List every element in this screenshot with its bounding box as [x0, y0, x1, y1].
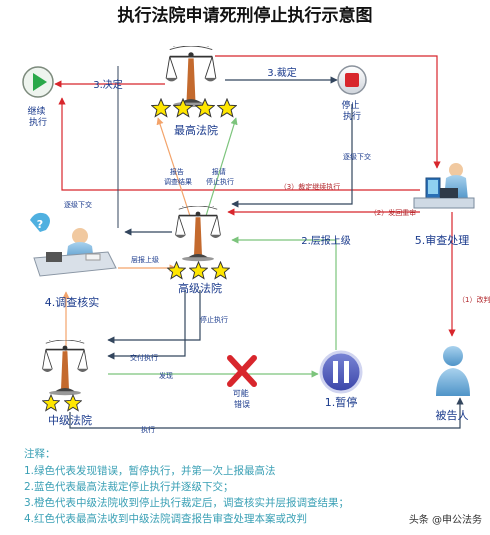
node-high-court-label: 高级法院	[178, 281, 222, 295]
node-supreme-court: 最高法院	[151, 46, 237, 137]
label-r3: （3）裁定继续执行	[280, 182, 340, 191]
node-stop: 停止 执行	[337, 65, 367, 122]
node-possible-error-l2: 错误	[234, 399, 250, 409]
label-report-result-l2: 调查结果	[164, 177, 192, 186]
label-report-stop-l2: 停止执行	[206, 177, 234, 186]
note-line-4: 4.红色代表最高法收到中级法院调查报告审查处理本案或改判	[24, 512, 307, 525]
diagram-title: 执行法院申请死刑停止执行示意图	[118, 5, 373, 26]
star-icon	[189, 261, 208, 280]
note-line-3: 3.橙色代表中级法院收到停止执行裁定后，调查核实并层报调查结果；	[24, 496, 349, 509]
node-high-court: 高级法院	[167, 206, 230, 295]
label-execute: 执行	[141, 425, 155, 434]
label-report-stop-l1: 报请	[212, 167, 226, 176]
node-review-label: 5.审查处理	[415, 233, 470, 247]
label-report-stop: 报请 停止执行	[206, 167, 234, 186]
node-review: 5.审查处理	[413, 163, 475, 247]
label-report-result-l1: 报告	[170, 167, 184, 176]
note-line-2: 2.蓝色代表最高法裁定停止执行并逐级下交；	[24, 480, 234, 493]
star-icon	[42, 394, 60, 412]
edge-supreme-to-review	[215, 55, 441, 169]
edge-stop-down	[231, 104, 353, 208]
node-stop-label: 停止 执行	[342, 99, 363, 122]
node-possible-error-label: 可能 错误	[233, 388, 252, 409]
star-icon	[211, 261, 230, 280]
label-escalate-down-1: 逐级下交	[343, 152, 371, 161]
watermark-bg	[386, 510, 486, 528]
label-report-result: 报告 调查结果	[164, 167, 192, 186]
scale-icon	[164, 46, 218, 108]
office-worker-icon: ?	[30, 212, 117, 277]
note-line-1: 1.绿色代表发现错误，暂停执行，并第一次上报最高法	[24, 464, 276, 477]
node-investigate: ? 4.调查核实	[30, 212, 117, 309]
label-report-up-small: 层报上级	[131, 255, 159, 264]
node-continue-label: 继续 执行	[28, 105, 49, 128]
node-possible-error: 可能 错误	[227, 355, 257, 409]
label-decide: 3.决定	[93, 78, 123, 91]
node-defendant: 被告人	[436, 346, 470, 422]
node-intermediate-court: 中级法院	[40, 340, 92, 427]
node-continue: 继续 执行	[22, 66, 54, 128]
notes-heading: 注释：	[24, 447, 56, 460]
notes-block: 注释： 1.绿色代表发现错误，暂停执行，并第一次上报最高法 2.蓝色代表最高法裁…	[24, 447, 349, 525]
node-intermediate-court-label: 中级法院	[48, 413, 92, 427]
label-discover: 发现	[159, 371, 173, 380]
edge-down-to-intermediate	[107, 290, 186, 360]
node-pause-label: 1.暂停	[325, 395, 358, 409]
label-escalate-down-2: 逐级下交	[64, 200, 92, 209]
label-report-up: 2.层报上级	[301, 234, 351, 247]
star-icon	[151, 98, 171, 117]
label-r1: （1）改判	[458, 295, 490, 304]
computer-user-icon	[413, 163, 475, 209]
scale-icon	[173, 206, 223, 262]
edge-pause-up	[231, 236, 337, 350]
error-x-icon	[227, 355, 257, 387]
star-icon	[217, 98, 237, 117]
edge-stop-to-intermediate	[107, 290, 201, 344]
star-icon	[64, 394, 82, 412]
svg-text:?: ?	[37, 218, 43, 231]
node-possible-error-l1: 可能	[233, 388, 249, 398]
label-r2: （2）发回重审	[370, 208, 416, 217]
edge-execute	[69, 397, 464, 429]
edge-report-result	[156, 117, 191, 217]
node-continue-l1: 继续	[28, 105, 46, 117]
pause-icon	[319, 350, 363, 394]
edge-ruling-continue	[58, 97, 420, 191]
node-stop-l2: 执行	[343, 110, 361, 122]
person-icon	[436, 346, 470, 396]
node-pause: 1.暂停	[319, 350, 363, 409]
node-stop-l1: 停止	[342, 99, 360, 111]
node-investigate-label: 4.调查核实	[45, 295, 100, 309]
scale-icon	[40, 340, 90, 396]
label-deliver-execution: 交付执行	[130, 353, 158, 362]
edge-report-stop	[205, 117, 238, 217]
label-stop-execution: 停止执行	[200, 315, 228, 324]
node-supreme-court-label: 最高法院	[174, 123, 218, 137]
node-continue-l2: 执行	[29, 116, 47, 128]
star-icon	[167, 261, 186, 280]
watermark: 头条 @申公法务	[409, 513, 482, 526]
label-ruling: 3.裁定	[267, 66, 297, 79]
node-defendant-label: 被告人	[436, 409, 469, 422]
